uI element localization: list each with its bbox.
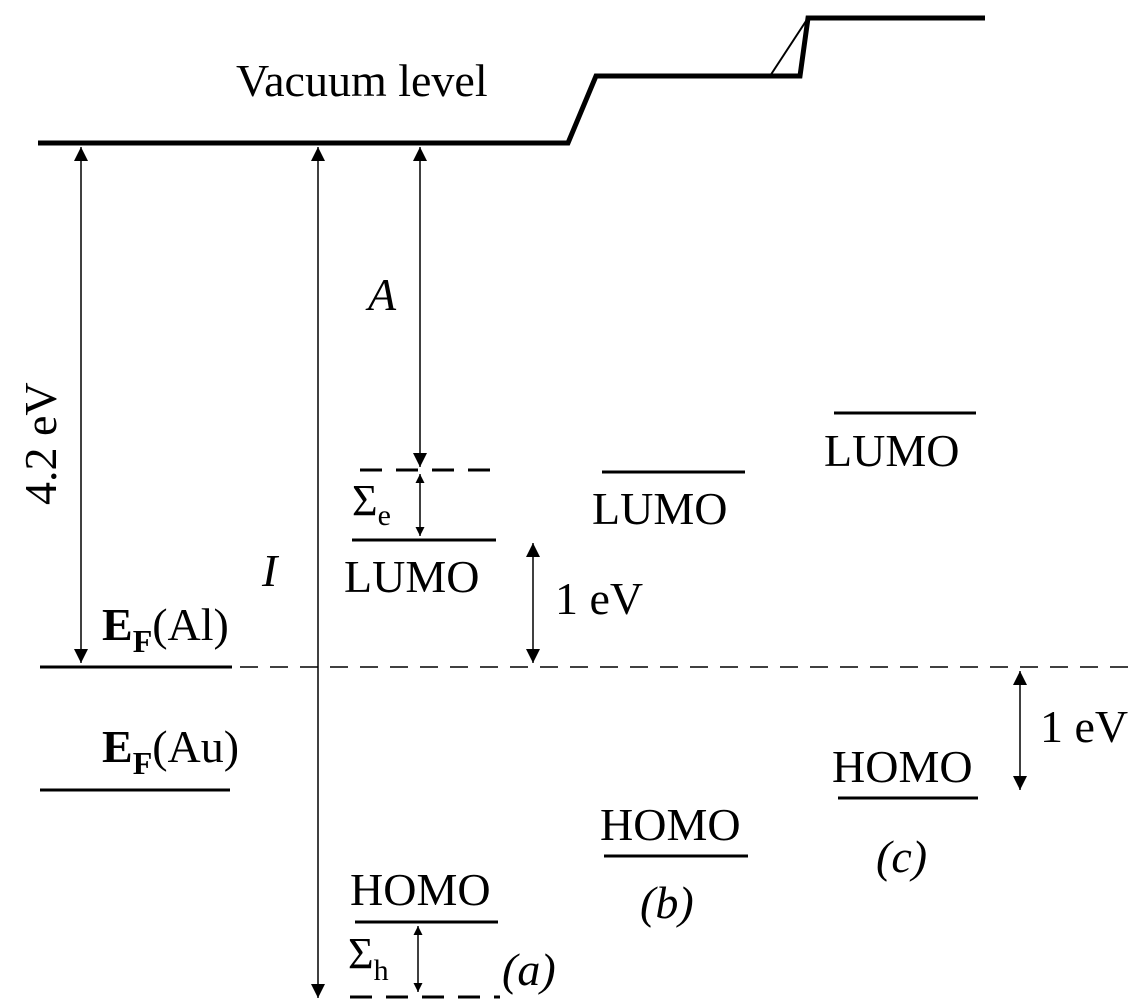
lumo-gap-label: 1 eV bbox=[555, 573, 643, 624]
lumo-b-label: LUMO bbox=[592, 483, 727, 534]
case-c-label: (c) bbox=[876, 831, 927, 882]
electron-affinity-label: A bbox=[365, 269, 397, 320]
case-b-label: (b) bbox=[640, 877, 694, 928]
case-a-label: (a) bbox=[502, 944, 556, 995]
lumo-a-label: LUMO bbox=[344, 551, 479, 602]
ionization-label: I bbox=[261, 545, 280, 596]
lumo-c-label: LUMO bbox=[824, 425, 959, 476]
homo-b-label: HOMO bbox=[600, 799, 741, 850]
homo-gap-label: 1 eV bbox=[1040, 701, 1128, 752]
sigma-h-label: Σh bbox=[348, 929, 389, 987]
homo-c-label: HOMO bbox=[832, 741, 973, 792]
fermi-level-au-label: EF(Au) bbox=[102, 721, 239, 781]
vacuum-level-line bbox=[38, 15, 985, 146]
vacuum-step-1 bbox=[567, 75, 597, 144]
vacuum-step-2 bbox=[769, 17, 809, 77]
fermi-level-al-label: EF(Al) bbox=[102, 599, 229, 659]
vacuum-level-label: Vacuum level bbox=[236, 55, 488, 106]
homo-a-label: HOMO bbox=[350, 864, 491, 915]
work-function-label: 4.2 eV bbox=[15, 382, 66, 505]
sigma-e-label: Σe bbox=[352, 476, 391, 532]
